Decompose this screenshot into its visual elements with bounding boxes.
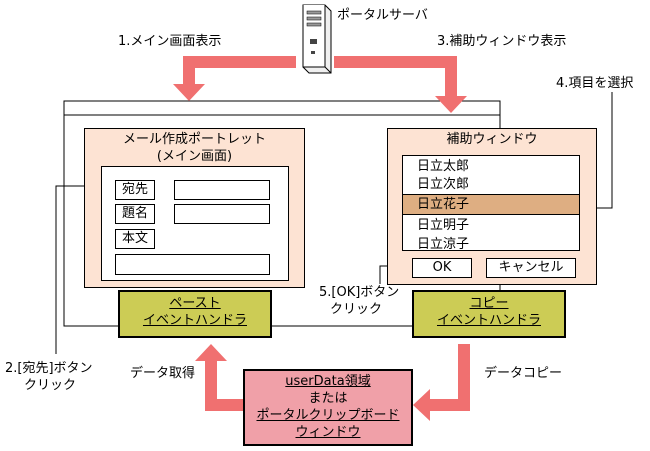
- step1-label: 1.メイン画面表示: [118, 34, 222, 49]
- subject-label: 題名: [115, 204, 155, 224]
- paste-handler-label-2: イベントハンドラ: [142, 313, 247, 328]
- portlet-title-2: (メイン画面): [156, 149, 233, 164]
- list-item[interactable]: 日立次郎: [417, 177, 470, 192]
- mail-portlet: メール作成ポートレット (メイン画面) 宛先 題名 本文: [84, 128, 305, 288]
- paste-handler-label-1: ペースト: [169, 296, 221, 311]
- step3-label: 3.補助ウィンドウ表示: [437, 34, 567, 49]
- storage-line-4: ウィンドウ: [295, 425, 361, 440]
- data-get-label: データ取得: [130, 366, 196, 381]
- arrow-step3: [334, 56, 467, 113]
- paste-event-handler: ペースト イベントハンドラ: [118, 290, 272, 338]
- copy-event-handler: コピー イベントハンドラ: [412, 290, 566, 338]
- sub-window: 補助ウィンドウ 日立太郎日立次郎日立花子日立明子日立涼子 OK キャンセル: [387, 128, 597, 285]
- list-item[interactable]: 日立明子: [417, 218, 470, 233]
- arrow-step1: [173, 56, 296, 101]
- subject-field[interactable]: [174, 204, 270, 224]
- step5-label-2: クリック: [330, 302, 383, 317]
- to-button[interactable]: 宛先: [115, 180, 155, 200]
- to-field[interactable]: [174, 180, 270, 200]
- server-icon: [302, 4, 332, 74]
- step5-label-1: 5.[OK]ボタン: [319, 285, 400, 300]
- list-item[interactable]: 日立花子: [403, 194, 579, 215]
- list-item[interactable]: 日立太郎: [417, 159, 470, 174]
- storage-line-2: または: [308, 391, 348, 406]
- name-list: 日立太郎日立次郎日立花子日立明子日立涼子: [402, 155, 580, 251]
- cancel-button[interactable]: キャンセル: [486, 258, 576, 278]
- server-label: ポータルサーバ: [337, 8, 428, 23]
- step2-label-1: 2.[宛先]ボタン: [5, 361, 93, 376]
- step4-label: 4.項目を選択: [556, 76, 634, 91]
- body-field[interactable]: [115, 254, 270, 275]
- ok-button[interactable]: OK: [412, 258, 472, 278]
- arrow-data-get: [195, 344, 243, 411]
- list-item[interactable]: 日立涼子: [417, 237, 470, 251]
- arrow-data-copy: [413, 344, 470, 421]
- sub-window-title: 補助ウィンドウ: [446, 132, 538, 147]
- copy-handler-label-1: コピー: [469, 296, 509, 311]
- copy-handler-label-2: イベントハンドラ: [436, 313, 541, 328]
- storage-line-3: ポータルクリップボード: [256, 408, 400, 423]
- data-copy-label: データコピー: [484, 366, 563, 381]
- portlet-title-1: メール作成ポートレット: [122, 132, 266, 147]
- portlet-form: 宛先 題名 本文: [101, 166, 289, 281]
- storage-line-1: userData領域: [285, 374, 371, 389]
- body-label: 本文: [115, 229, 155, 249]
- step2-label-2: クリック: [24, 378, 77, 393]
- storage-box: userData領域 または ポータルクリップボード ウィンドウ: [243, 369, 413, 446]
